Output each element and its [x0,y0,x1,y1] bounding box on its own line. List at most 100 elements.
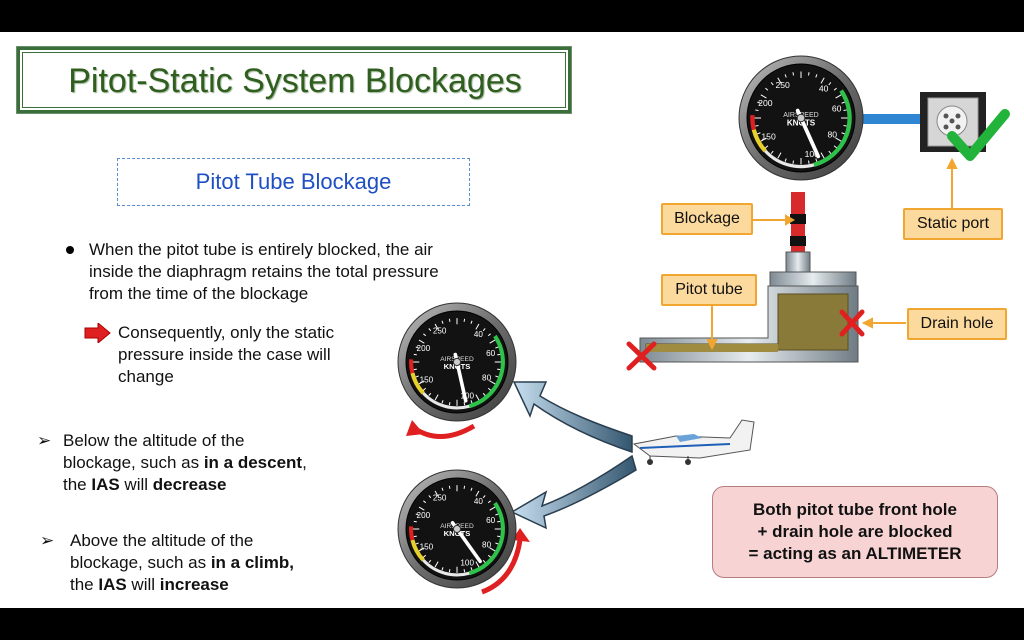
text-bold: decrease [152,475,227,494]
gauge-tick [820,77,825,84]
gauge-arc [422,391,470,410]
label-pointers [706,157,958,351]
gauge-tick [489,339,496,344]
gauge-tick [784,74,787,78]
text-bold: increase [159,575,229,594]
gauge-arc [468,501,505,576]
gauge-tick [413,535,417,538]
blockage-label: Blockage [661,203,753,235]
gauge-tick [434,561,439,568]
gauge-tick [482,392,486,396]
gauge-tick [777,152,782,159]
gauge-tick [495,375,499,378]
descent-line: Below the altitude of the [63,431,245,450]
gauge-tick [495,542,499,545]
climb-line: the IAS will increase [70,574,294,596]
drain-hole-blocked-x-icon [839,309,865,337]
gauge-tick [757,101,761,104]
gauge-tick [820,152,825,159]
note-line: + drain hole are blocked [757,522,953,541]
climb-line: blockage, such as in a climb, [70,552,294,574]
gauge-tick [470,487,473,491]
gauge-tick [418,547,425,552]
gauge-tick [487,333,491,337]
page-title: Pitot-Static System Blockages [68,62,522,100]
gauge-tick [792,72,794,76]
gauge-tick [470,567,473,571]
gauge-tick [784,158,787,162]
gauge-tick [489,380,496,385]
gauge-tick [841,101,845,104]
gauge-tick [475,394,480,401]
arrowhead-bullet-icon: ➢ [40,531,55,550]
gauge-arc [750,115,756,131]
gauge-tick [470,400,473,404]
gauge-tick [415,346,419,349]
gauge-tick-label: 40 [474,330,484,339]
gauge-tick [497,353,501,356]
gauge-tick [487,387,491,391]
gauge-arc [468,334,505,409]
increase-arc-arrow [481,539,523,595]
gauge-tick-label: 40 [474,497,484,506]
gauge-tick-label: 60 [832,104,842,114]
gauge-tick [792,160,794,164]
gauge-tick [843,109,847,111]
gauge-tick [418,339,425,344]
text-run: the [63,475,92,494]
gauge-tick [482,328,486,332]
gauge-tick [415,542,419,545]
gauge-caption: KNOTS [444,529,471,538]
red-arrow-icon [84,323,111,343]
increase-arrowhead [512,528,530,542]
gauge-arc [813,89,852,167]
airspeed-indicator-climb: 250402006015080100AIRSPEEDKNOTS [397,302,517,422]
static-line [858,114,930,124]
front-hole-blocked-x-icon [626,341,657,371]
gauge-tick [497,520,501,523]
gauge-tick-label: 100 [460,392,474,401]
gauge-tick [441,320,444,324]
gauge-tick [428,328,432,332]
section-subtitle: Pitot Tube Blockage [195,169,392,194]
descent-line: blockage, such as in a descent, [63,452,307,474]
gauge-tick [415,375,419,378]
descent-point-text: Below the altitude of the blockage, such… [63,430,307,496]
gauge-tick-label: 100 [805,149,820,159]
gauge-arc [409,359,415,374]
gauge-tick [470,320,473,324]
text-bold: in a climb, [210,553,294,572]
decrease-arrowhead [406,420,424,436]
slide: Pitot-Static System Blockages Pitot Tube… [0,32,1024,608]
gauge-tick [428,495,432,499]
gauge-tick [760,137,767,142]
text-run: blockage, such as [70,553,211,572]
descent-line: the IAS will decrease [63,474,307,496]
text-run: will [126,575,160,594]
arrowhead-bullet-icon: ➢ [37,431,52,450]
gauge-tick [418,506,425,511]
gauge-arc [422,558,470,577]
gauge-tick [770,82,774,86]
blockage-mark [790,236,806,246]
text-bold: in a descent [203,453,303,472]
check-icon [947,109,1010,161]
text-run: the [70,575,99,594]
gauge-tick-label: 60 [486,516,496,525]
sub-bullet-line: Consequently, only the static [118,323,335,342]
gauge-tick [413,368,417,371]
climb-line: Above the altitude of the [70,531,254,550]
gauge-tick [475,561,480,568]
gauge-tick-label: 200 [417,511,431,520]
text-run: , [302,453,307,472]
gauge-tick [833,87,837,91]
gauge-tick [482,559,486,563]
gauge-tick [423,387,427,391]
gauge-tick [482,495,486,499]
gauge-tick-label: 80 [828,129,838,139]
subtitle-frame: Pitot Tube Blockage [117,158,470,206]
gauge-arc [410,372,425,395]
gauge-tick [423,554,427,558]
gauge-tick [418,380,425,385]
gauge-tick [441,487,444,491]
